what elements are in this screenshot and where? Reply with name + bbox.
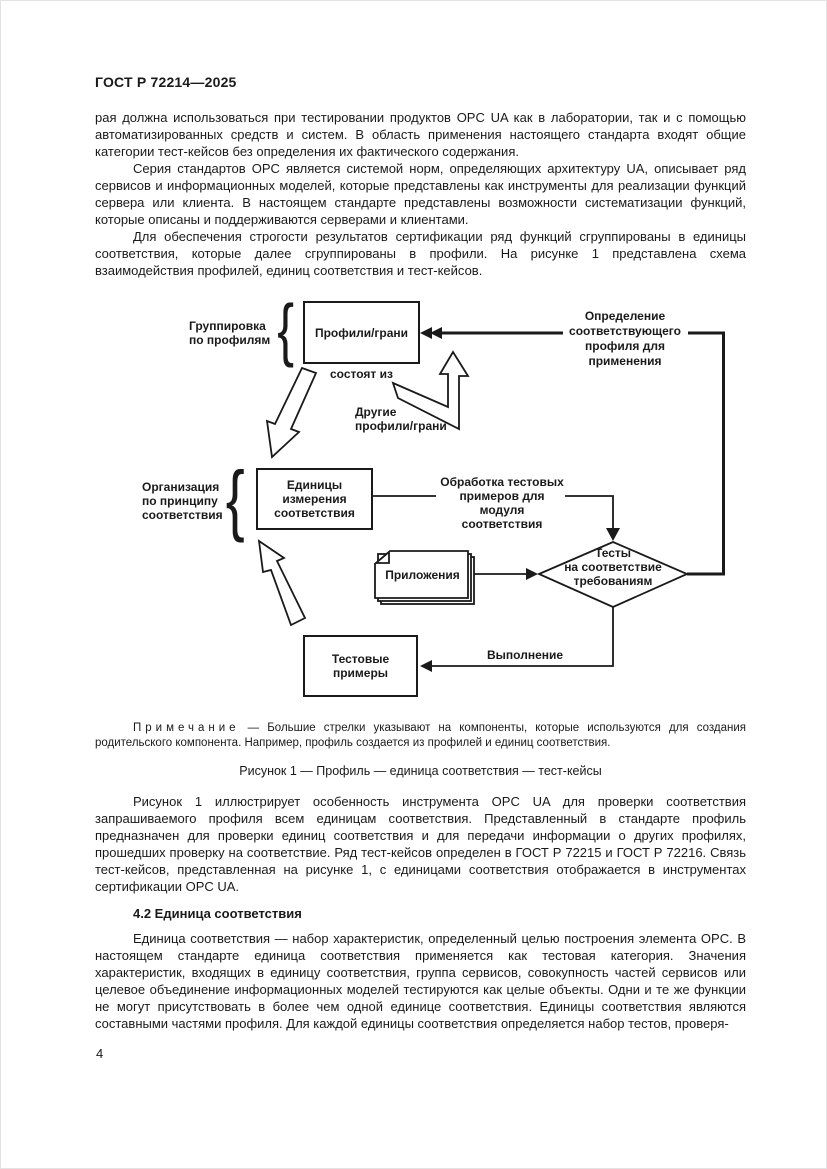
arrowhead-into-profiles-1 [420, 327, 432, 339]
section-4-2-text: Единица соответствия — набор характерист… [95, 930, 746, 1032]
tests-diamond-label: Тесты на соответствие требованиям [564, 546, 662, 588]
page-number: 4 [96, 1046, 104, 1061]
section-heading-4-2: 4.2 Единица соответствия [133, 906, 302, 921]
other-profiles-label: Другие профили/грани [355, 405, 447, 433]
diagram-canvas [257, 327, 725, 672]
figure-caption: Рисунок 1 — Профиль — единица соответств… [239, 764, 602, 778]
paragraph: Рисунок 1 иллюстрирует особенность инстр… [95, 794, 746, 894]
arrowhead-into-diamond-top [606, 528, 620, 541]
conformance-units-box: Единицы измерения соответствия [256, 468, 373, 530]
definition-label: Определение соответствующего профиля для… [569, 309, 681, 368]
feedback-line-right [687, 331, 725, 576]
big-arrow-profiles-to-units [265, 366, 318, 459]
paragraph: Единица соответствия — набор характерист… [95, 931, 746, 1031]
figure-1-diagram: { { Профили/грани Единицы измерения соот… [0, 292, 827, 704]
organization-brace: { [225, 454, 245, 543]
figure-note: Примечание — Большие стрелки указывают н… [95, 721, 746, 751]
arrowhead-into-profiles-2 [430, 327, 442, 339]
profiles-box: Профили/грани [303, 301, 420, 364]
connector-diamond-to-test-examples [432, 607, 614, 667]
execution-label: Выполнение [487, 648, 564, 662]
arrowhead-into-test-examples [420, 660, 432, 672]
processing-label: Обработка тестовых примеров для модуля с… [440, 475, 564, 531]
paragraph: рая должна использоваться при тестирован… [95, 110, 746, 159]
consists-of-label: состоят из [330, 367, 393, 381]
tests-diamond-shape [536, 541, 690, 608]
arrowhead-into-diamond-left [526, 568, 538, 580]
grouping-label: Группировка по профилям [189, 319, 271, 347]
paragraph: Серия стандартов OPC является системой н… [95, 161, 746, 227]
note-text: — Большие стрелки указывают на компонент… [95, 722, 746, 749]
note-label: Примечание [133, 722, 240, 734]
big-arrow-other-profiles-to-profiles [391, 350, 470, 431]
paragraph: Для обеспечения строгости результатов се… [95, 229, 746, 278]
after-figure-text: Рисунок 1 иллюстрирует особенность инстр… [95, 793, 746, 895]
big-arrow-test-examples-to-units [257, 539, 307, 627]
connector-processing-to-diamond [565, 495, 614, 528]
test-examples-box: Тестовые примеры [303, 635, 418, 697]
doc-number-header: ГОСТ Р 72214—2025 [95, 74, 237, 90]
grouping-brace: { [277, 290, 295, 368]
applications-node-label: Приложения [385, 568, 460, 582]
organization-label: Организация по принципу соответствия [142, 480, 223, 522]
intro-text: рая должна использоваться при тестирован… [95, 109, 746, 279]
applications-corner-fold [373, 550, 390, 564]
